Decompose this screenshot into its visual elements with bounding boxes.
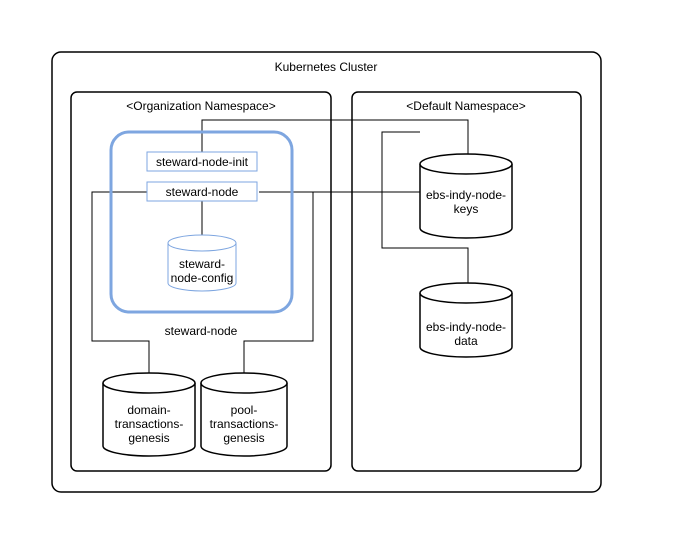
container-steward-node-label: steward-node: [166, 185, 239, 199]
domain-genesis-label-2: transactions-: [115, 417, 184, 431]
pool-genesis-label-3: genesis: [223, 431, 264, 445]
container-steward-node-init: [146, 151, 258, 172]
steward-node-pod: [109, 130, 294, 314]
pool-transactions-genesis-volume: [200, 372, 288, 457]
connector-node-to-data: [381, 131, 469, 283]
connector-node-to-pool-genesis: [243, 191, 314, 373]
keys-volume-label-2: keys: [454, 202, 479, 216]
config-volume-label-2: node-config: [171, 271, 234, 285]
data-volume-label-2: data: [454, 334, 478, 348]
domain-transactions-genesis-volume: [102, 372, 196, 457]
steward-node-config-volume: [167, 234, 237, 292]
container-steward-node-init-label: steward-node-init: [156, 155, 249, 169]
cluster-title: Kubernetes Cluster: [275, 60, 378, 74]
ebs-indy-node-data-volume: [419, 282, 513, 358]
connector-init-to-keys: [201, 119, 469, 163]
keys-volume-label-1: ebs-indy-node-: [426, 188, 506, 202]
pod-label: steward-node: [165, 324, 238, 338]
pool-genesis-label-2: transactions-: [210, 417, 279, 431]
organization-namespace-title: <Organization Namespace>: [126, 99, 275, 113]
container-steward-node: [146, 181, 258, 202]
config-volume-label-1: steward-: [179, 257, 225, 271]
data-volume-label-1: ebs-indy-node-: [426, 320, 506, 334]
default-namespace-box: [351, 91, 582, 472]
ebs-indy-node-keys-volume: [419, 153, 513, 239]
default-namespace-title: <Default Namespace>: [406, 99, 525, 113]
pool-genesis-label-1: pool-: [231, 403, 258, 417]
domain-genesis-label-1: domain-: [127, 403, 170, 417]
domain-genesis-label-3: genesis: [128, 431, 169, 445]
